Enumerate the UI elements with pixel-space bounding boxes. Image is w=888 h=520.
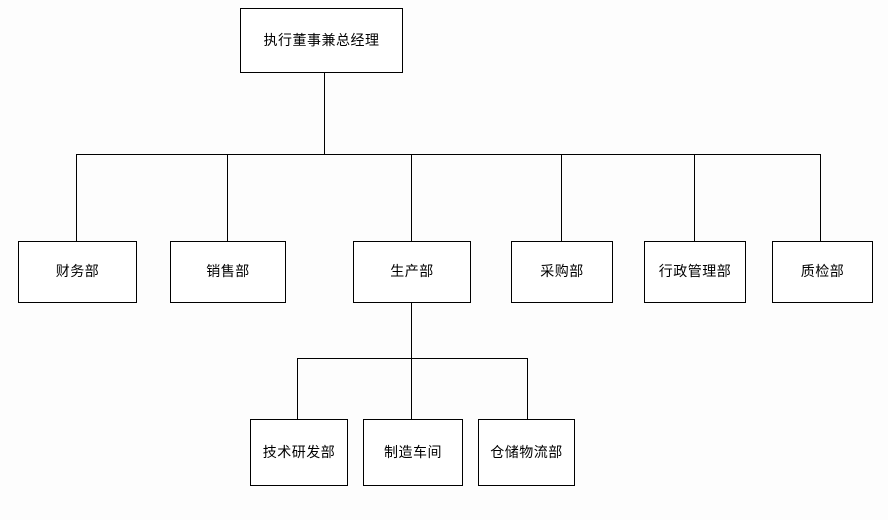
connector-drop-finance xyxy=(76,154,77,241)
connector-drop-quality xyxy=(820,154,821,241)
org-node-label: 技术研发部 xyxy=(262,444,336,461)
connector-root-stem xyxy=(324,73,325,154)
org-node-quality-inspection[interactable]: 质检部 xyxy=(772,241,873,303)
org-node-factory[interactable]: 制造车间 xyxy=(363,419,463,486)
connector-drop-sales xyxy=(227,154,228,241)
connector-drop-rd xyxy=(297,358,298,419)
connector-drop-purchasing xyxy=(561,154,562,241)
org-node-label: 销售部 xyxy=(206,264,250,280)
org-node-label: 采购部 xyxy=(540,264,584,280)
org-node-administration[interactable]: 行政管理部 xyxy=(644,241,746,303)
connector-drop-factory xyxy=(411,358,412,419)
connector-drop-warehouse xyxy=(527,358,528,419)
connector-main-bus xyxy=(76,154,821,155)
org-node-label: 财务部 xyxy=(55,264,100,280)
org-node-rd[interactable]: 技术研发部 xyxy=(250,419,348,486)
org-node-label: 行政管理部 xyxy=(658,264,732,280)
connector-production-stem xyxy=(411,303,412,359)
org-node-label: 执行董事兼总经理 xyxy=(263,32,380,49)
org-node-label: 仓储物流部 xyxy=(490,444,563,461)
org-node-sales[interactable]: 销售部 xyxy=(170,241,286,303)
connector-drop-production xyxy=(411,154,412,241)
org-node-warehouse[interactable]: 仓储物流部 xyxy=(478,419,575,486)
connector-production-bus xyxy=(297,358,528,359)
org-node-production[interactable]: 生产部 xyxy=(353,241,471,303)
org-node-label: 生产部 xyxy=(390,264,434,280)
org-node-finance[interactable]: 财务部 xyxy=(18,241,137,303)
org-node-purchasing[interactable]: 采购部 xyxy=(511,241,613,303)
org-node-executive-director[interactable]: 执行董事兼总经理 xyxy=(240,8,403,73)
org-node-label: 质检部 xyxy=(800,264,845,280)
connector-drop-administration xyxy=(694,154,695,241)
org-node-label: 制造车间 xyxy=(384,444,442,461)
